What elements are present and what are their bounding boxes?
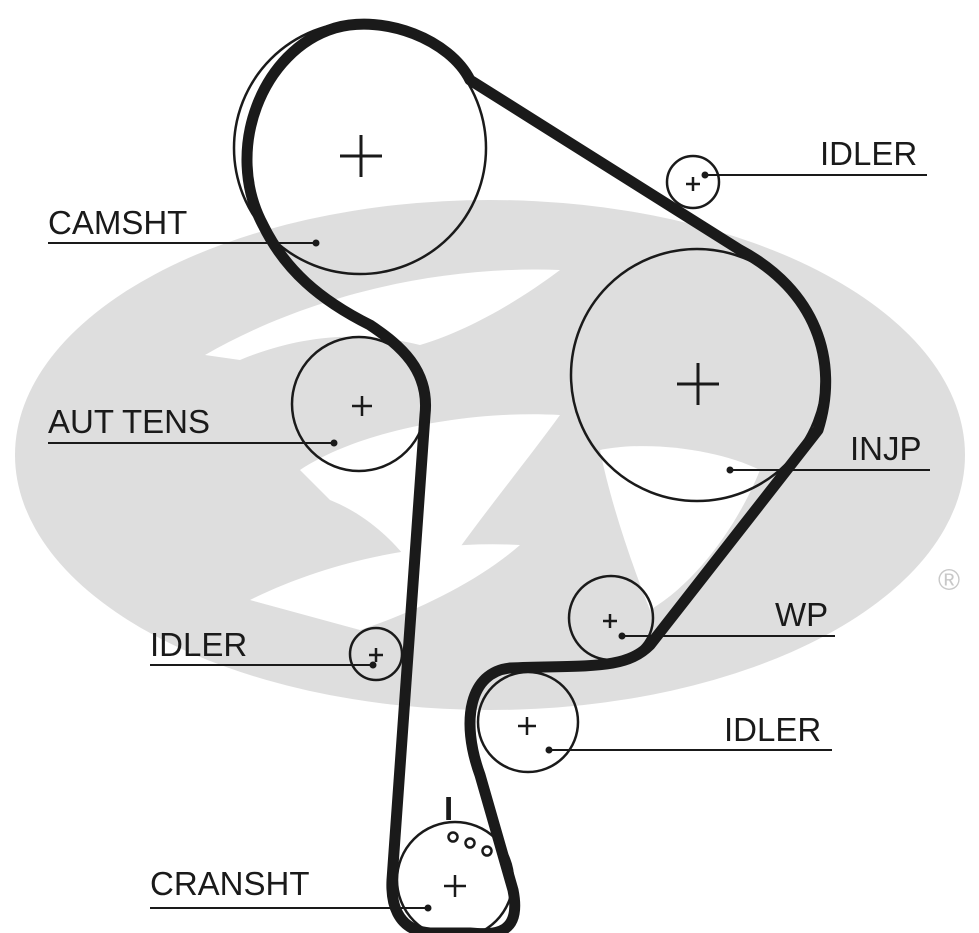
registered-mark: ®	[938, 564, 960, 597]
label-water-pump: WP	[775, 596, 828, 633]
idler-left-pulley	[348, 626, 404, 682]
leader-idler-top	[701, 171, 927, 179]
leader-injection-pump	[726, 466, 930, 474]
crank-timing-mark: I	[444, 790, 453, 827]
leader-crankshaft	[150, 904, 432, 912]
label-injection-pump: INJP	[850, 430, 922, 467]
label-crankshaft: CRANSHT	[150, 865, 310, 902]
label-camshaft: CAMSHT	[48, 204, 187, 241]
label-idler-top: IDLER	[820, 135, 917, 172]
leader-water-pump	[618, 632, 835, 640]
label-idler-left: IDLER	[150, 626, 247, 663]
label-idler-bottom: IDLER	[724, 711, 821, 748]
idler-top-pulley	[665, 154, 721, 210]
leader-auto-tensioner	[48, 439, 338, 447]
leader-idler-bottom	[545, 746, 832, 754]
label-auto-tensioner: AUT TENS	[48, 403, 210, 440]
timing-belt	[241, 18, 832, 933]
leader-idler-left	[150, 661, 377, 669]
leader-camshaft	[48, 239, 320, 247]
